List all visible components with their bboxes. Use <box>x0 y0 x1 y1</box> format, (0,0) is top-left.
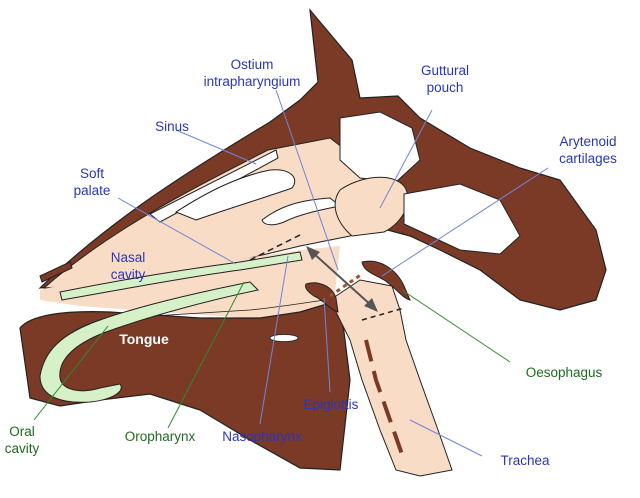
oral-mucosa <box>39 281 260 403</box>
leader-guttural <box>379 109 433 209</box>
leader-oropharynx <box>167 281 245 429</box>
trachea-channel <box>329 279 453 477</box>
skull-bone-white <box>339 111 421 183</box>
epiglottis-shape <box>305 282 339 313</box>
label-oesophagus: Oesophagus <box>526 365 603 380</box>
label-epiglottis: Epiglottis <box>304 397 359 412</box>
label-soft-palate-2: palate <box>74 183 111 198</box>
leader-sinus <box>175 129 257 165</box>
arrow-head-top <box>306 246 320 260</box>
nose-tip <box>39 261 73 283</box>
leader-epiglottis <box>323 297 331 393</box>
label-oropharynx: Oropharynx <box>125 429 196 444</box>
leader-oral-cavity <box>33 325 109 421</box>
arytenoid-shape <box>361 260 411 301</box>
label-oral-1: Oral <box>9 424 35 439</box>
leader-nasopharynx <box>259 255 289 425</box>
label-arytenoid-1: Arytenoid <box>559 134 616 149</box>
label-nasal-2: cavity <box>111 267 146 282</box>
label-nasal-1: Nasal <box>111 250 146 265</box>
trachea-rings <box>364 339 406 461</box>
leader-ostium <box>275 89 339 271</box>
larynx-dashed-line <box>361 307 405 321</box>
label-tongue: Tongue <box>119 331 169 347</box>
ostium-dots <box>329 272 363 298</box>
hyoid-ellipse <box>269 334 299 342</box>
pharynx-arrow <box>311 251 373 307</box>
label-trachea: Trachea <box>500 453 550 468</box>
label-ostium-1: Ostium <box>231 57 274 72</box>
label-soft-palate-1: Soft <box>80 166 104 181</box>
label-nasopharynx: Nasopharynx <box>222 429 302 444</box>
leader-trachea <box>409 419 483 457</box>
label-guttural-2: pouch <box>427 80 464 95</box>
sinus-bone <box>174 169 296 221</box>
nasal-floor-mucosa <box>59 251 303 301</box>
label-ostium-2: intrapharyngium <box>204 74 301 89</box>
label-sinus: Sinus <box>155 119 189 134</box>
jaw-tissue <box>19 299 351 471</box>
leader-oesophagus <box>401 289 511 363</box>
label-arytenoid-2: cartilages <box>559 151 617 166</box>
hyoid-bone <box>403 183 521 255</box>
arrow-head-bottom <box>364 298 378 312</box>
leader-arytenoid <box>381 167 549 277</box>
label-oral-2: cavity <box>5 441 40 456</box>
leader-soft-palate <box>117 197 237 265</box>
label-guttural-1: Guttural <box>421 63 469 78</box>
